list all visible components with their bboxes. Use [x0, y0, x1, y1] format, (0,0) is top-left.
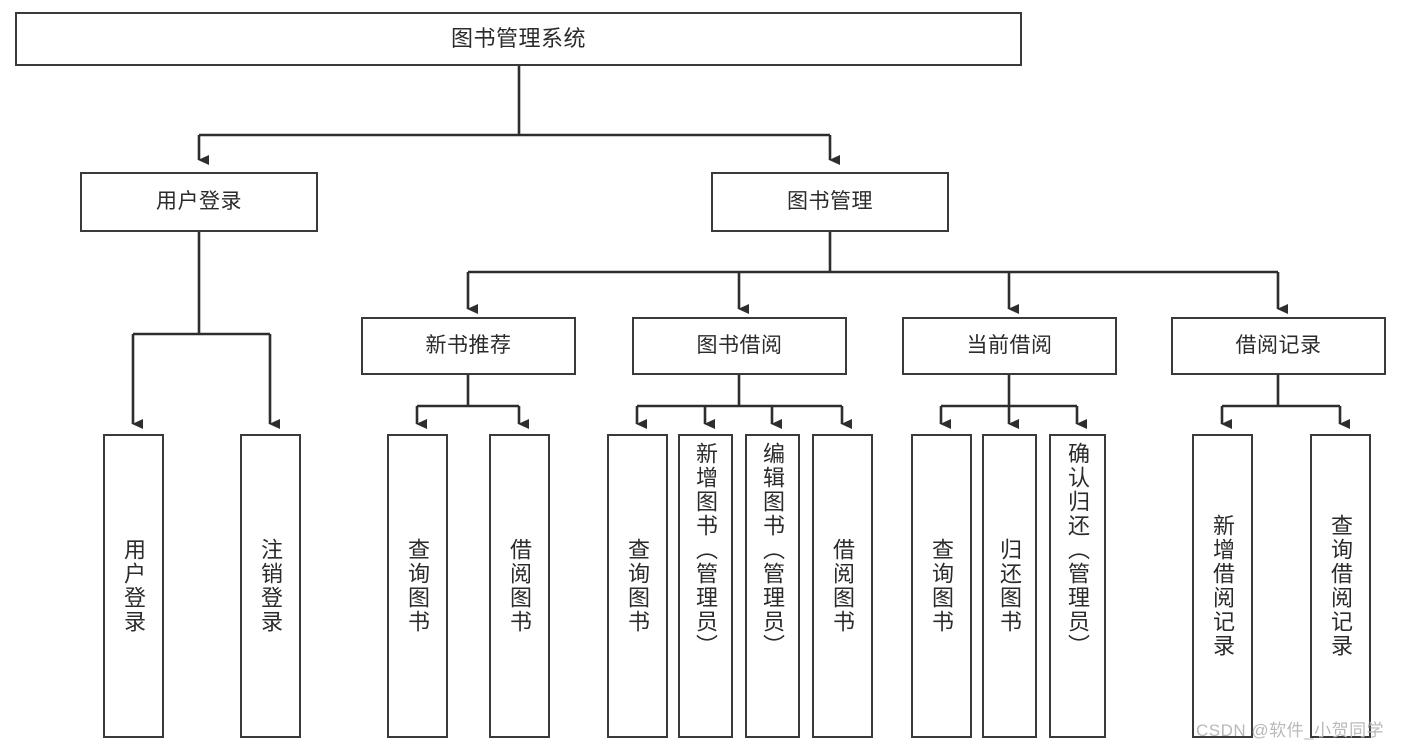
node-user-login[interactable]: 用户登录 [80, 172, 318, 232]
node-leaf-borrow-book-2[interactable]: 借阅图书 [812, 434, 873, 738]
node-label: 归还图书 [997, 538, 1023, 634]
node-label: 查询图书 [625, 538, 651, 634]
node-leaf-add-book[interactable]: 新增图书（管理员） [678, 434, 733, 738]
node-label: 用户登录 [156, 189, 242, 213]
node-label: 当前借阅 [966, 333, 1053, 357]
node-label: 新书推荐 [425, 333, 512, 357]
node-label: 新增图书（管理员） [693, 442, 719, 658]
node-label: 用户登录 [121, 538, 147, 634]
node-label: 借阅图书 [830, 538, 856, 634]
node-label: 查询图书 [929, 538, 955, 634]
node-leaf-query-record[interactable]: 查询借阅记录 [1310, 434, 1371, 738]
node-current-borrow[interactable]: 当前借阅 [902, 317, 1117, 375]
csdn-watermark: CSDN @软件_小贺同学 [1196, 721, 1385, 740]
node-label: 图书管理 [787, 189, 873, 213]
node-new-book-recommend[interactable]: 新书推荐 [361, 317, 576, 375]
node-label: 图书借阅 [696, 333, 783, 357]
node-label: 新增借阅记录 [1210, 514, 1236, 658]
node-leaf-user-login[interactable]: 用户登录 [103, 434, 164, 738]
node-leaf-edit-book[interactable]: 编辑图书（管理员） [745, 434, 800, 738]
node-root-system[interactable]: 图书管理系统 [15, 12, 1022, 66]
node-label: 图书管理系统 [450, 25, 586, 51]
node-label: 查询图书 [405, 538, 431, 634]
node-label: 编辑图书（管理员） [760, 442, 786, 658]
node-leaf-query-book-2[interactable]: 查询图书 [607, 434, 668, 738]
node-book-borrow[interactable]: 图书借阅 [632, 317, 847, 375]
node-leaf-confirm-return[interactable]: 确认归还（管理员） [1049, 434, 1106, 738]
node-label: 注销登录 [258, 538, 284, 634]
node-leaf-add-record[interactable]: 新增借阅记录 [1192, 434, 1253, 738]
node-leaf-query-book-1[interactable]: 查询图书 [387, 434, 448, 738]
node-label: 查询借阅记录 [1328, 514, 1354, 658]
node-borrow-record[interactable]: 借阅记录 [1171, 317, 1386, 375]
node-book-management[interactable]: 图书管理 [711, 172, 949, 232]
node-label: 借阅记录 [1235, 333, 1322, 357]
node-leaf-logout[interactable]: 注销登录 [240, 434, 301, 738]
node-label: 借阅图书 [507, 538, 533, 634]
node-leaf-borrow-book-1[interactable]: 借阅图书 [489, 434, 550, 738]
node-leaf-query-book-3[interactable]: 查询图书 [911, 434, 972, 738]
node-leaf-return-book[interactable]: 归还图书 [982, 434, 1037, 738]
node-label: 确认归还（管理员） [1065, 442, 1091, 658]
